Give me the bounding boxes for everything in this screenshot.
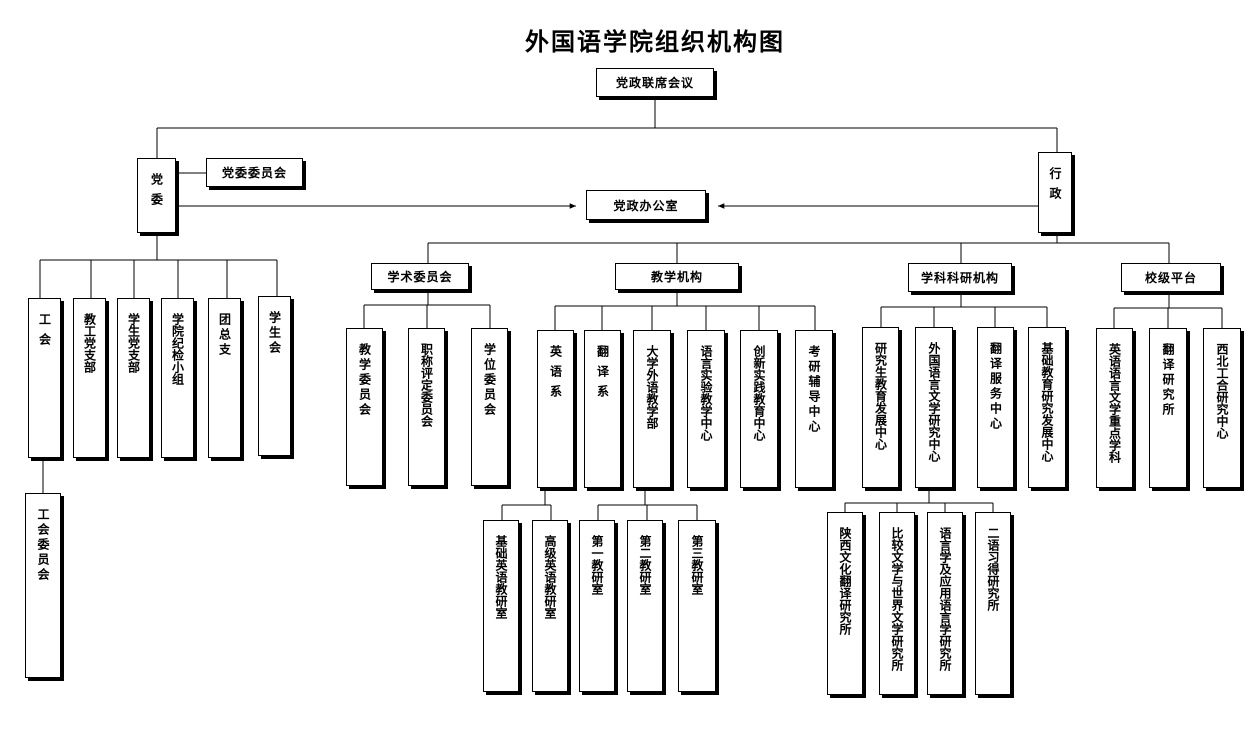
party-unit-union: 工会 xyxy=(28,298,61,458)
joint-meeting-box: 党政联席会议 xyxy=(596,68,714,97)
joint-meeting-label: 党政联席会议 xyxy=(615,76,694,90)
group-academic: 学术委员会 xyxy=(371,263,469,290)
research-subunit-label: 二语习得研究所 xyxy=(986,527,1000,611)
page-title: 外国语学院组织机构图 xyxy=(525,27,785,56)
group-label: 学科科研机构 xyxy=(920,271,999,285)
party-unit-label: 学生党支部 xyxy=(126,313,141,373)
teaching-unit-language-lab: 语言实验教学中心 xyxy=(687,330,725,488)
college-english-subunit-label: 第一教研室 xyxy=(590,535,604,595)
platform-unit-label: 西北工合研究中心 xyxy=(1215,343,1229,439)
academic-unit-label: 职称评定委员会 xyxy=(419,343,434,427)
administration-node: 行政 xyxy=(1038,152,1072,233)
academic-unit-degree-committee: 学位委员会 xyxy=(471,328,508,486)
research-unit-label: 基础教育研究发展中心 xyxy=(1040,342,1054,462)
party-unit-label: 学生会 xyxy=(267,311,282,356)
party-unit-discipline-group: 学院纪检小组 xyxy=(161,298,194,458)
teaching-unit-label: 创新实践教育中心 xyxy=(752,345,766,441)
teaching-unit-postgrad-exam: 考研辅导中心 xyxy=(795,330,833,488)
group-teaching: 教学机构 xyxy=(615,263,739,290)
research-unit-label: 研究生教育发展中心 xyxy=(873,342,888,450)
party-unit-label: 团总支 xyxy=(217,313,232,358)
research-subunit-label: 语言学及应用语言学研究所 xyxy=(938,527,952,671)
teaching-unit-label: 大学外语教学部 xyxy=(645,345,659,429)
group-label: 教学机构 xyxy=(650,270,703,284)
group-label: 学术委员会 xyxy=(387,270,453,284)
research-subunit-shaanxi: 陕西文化翻译研究所 xyxy=(827,512,863,695)
teaching-unit-innovation: 创新实践教育中心 xyxy=(740,330,778,488)
party-unit-label: 学院纪检小组 xyxy=(170,313,185,385)
union-committee-box: 工会委员会 xyxy=(25,493,61,678)
academic-unit-title-committee: 职称评定委员会 xyxy=(408,328,445,486)
research-unit-translation-service: 翻译服务中心 xyxy=(977,327,1014,488)
party-unit-label: 工会 xyxy=(37,313,52,353)
party-unit-league: 团总支 xyxy=(208,298,241,458)
research-subunit-label: 比较文学与世界文学研究所 xyxy=(890,527,904,671)
office-box: 党政办公室 xyxy=(586,190,706,220)
group-research: 学科科研机构 xyxy=(908,263,1012,292)
party-unit-staff-branch: 教工党支部 xyxy=(73,298,106,458)
group-label: 校级平台 xyxy=(1144,271,1197,285)
platform-unit-label: 英语语言文学重点学科 xyxy=(1107,343,1122,463)
party-unit-student-union: 学生会 xyxy=(258,296,291,456)
english-subunit-basic: 基础英语教研室 xyxy=(483,520,519,692)
research-subunit-comparative: 比较文学与世界文学研究所 xyxy=(879,512,915,695)
party-committee-node: 党委 xyxy=(137,158,176,233)
research-unit-label: 翻译服务中心 xyxy=(988,342,1003,432)
group-platform: 校级平台 xyxy=(1121,263,1221,292)
platform-unit-northwest-center: 西北工合研究中心 xyxy=(1203,328,1241,488)
party-unit-label: 教工党支部 xyxy=(82,313,97,373)
research-subunit-linguistics: 语言学及应用语言学研究所 xyxy=(927,512,963,695)
teaching-unit-label: 翻译系 xyxy=(595,345,610,405)
college-english-subunit-3: 第三教研室 xyxy=(678,520,716,692)
platform-unit-key-discipline: 英语语言文学重点学科 xyxy=(1096,328,1133,488)
english-subunit-label: 高级英语教研室 xyxy=(543,535,557,619)
academic-unit-label: 学位委员会 xyxy=(482,343,497,418)
research-subunit-sla: 二语习得研究所 xyxy=(975,512,1011,695)
teaching-unit-label: 考研辅导中心 xyxy=(807,345,821,435)
party-committee-members-label: 党委委员会 xyxy=(221,166,287,180)
platform-unit-label: 翻译研究所 xyxy=(1161,343,1175,418)
research-unit-basic-education: 基础教育研究发展中心 xyxy=(1028,327,1066,488)
party-committee-members-box: 党委委员会 xyxy=(206,158,303,187)
academic-unit-teaching-committee: 教学委员会 xyxy=(346,328,383,486)
college-english-subunit-1: 第一教研室 xyxy=(579,520,615,692)
party-label: 党委 xyxy=(149,173,164,213)
research-unit-literature: 外国语言文学研究中心 xyxy=(915,327,953,488)
college-english-subunit-2: 第二教研室 xyxy=(627,520,663,692)
research-subunit-label: 陕西文化翻译研究所 xyxy=(838,527,852,635)
office-label: 党政办公室 xyxy=(613,198,679,213)
english-subunit-advanced: 高级英语教研室 xyxy=(532,520,568,692)
research-unit-label: 外国语言文学研究中心 xyxy=(927,342,941,462)
research-unit-graduate: 研究生教育发展中心 xyxy=(862,327,899,488)
teaching-unit-label: 语言实验教学中心 xyxy=(699,345,713,441)
admin-label: 行政 xyxy=(1048,167,1062,207)
academic-unit-label: 教学委员会 xyxy=(357,343,372,418)
union-committee-label: 工会委员会 xyxy=(36,508,50,583)
teaching-unit-label: 英语系 xyxy=(548,345,563,405)
college-english-subunit-label: 第三教研室 xyxy=(690,535,704,595)
college-english-subunit-label: 第二教研室 xyxy=(638,535,652,595)
party-unit-student-branch: 学生党支部 xyxy=(117,298,150,458)
english-subunit-label: 基础英语教研室 xyxy=(494,535,508,619)
platform-unit-translation-institute: 翻译研究所 xyxy=(1149,328,1187,488)
teaching-unit-college-english: 大学外语教学部 xyxy=(633,330,671,488)
teaching-unit-translation: 翻译系 xyxy=(584,330,621,488)
teaching-unit-english: 英语系 xyxy=(537,330,574,488)
